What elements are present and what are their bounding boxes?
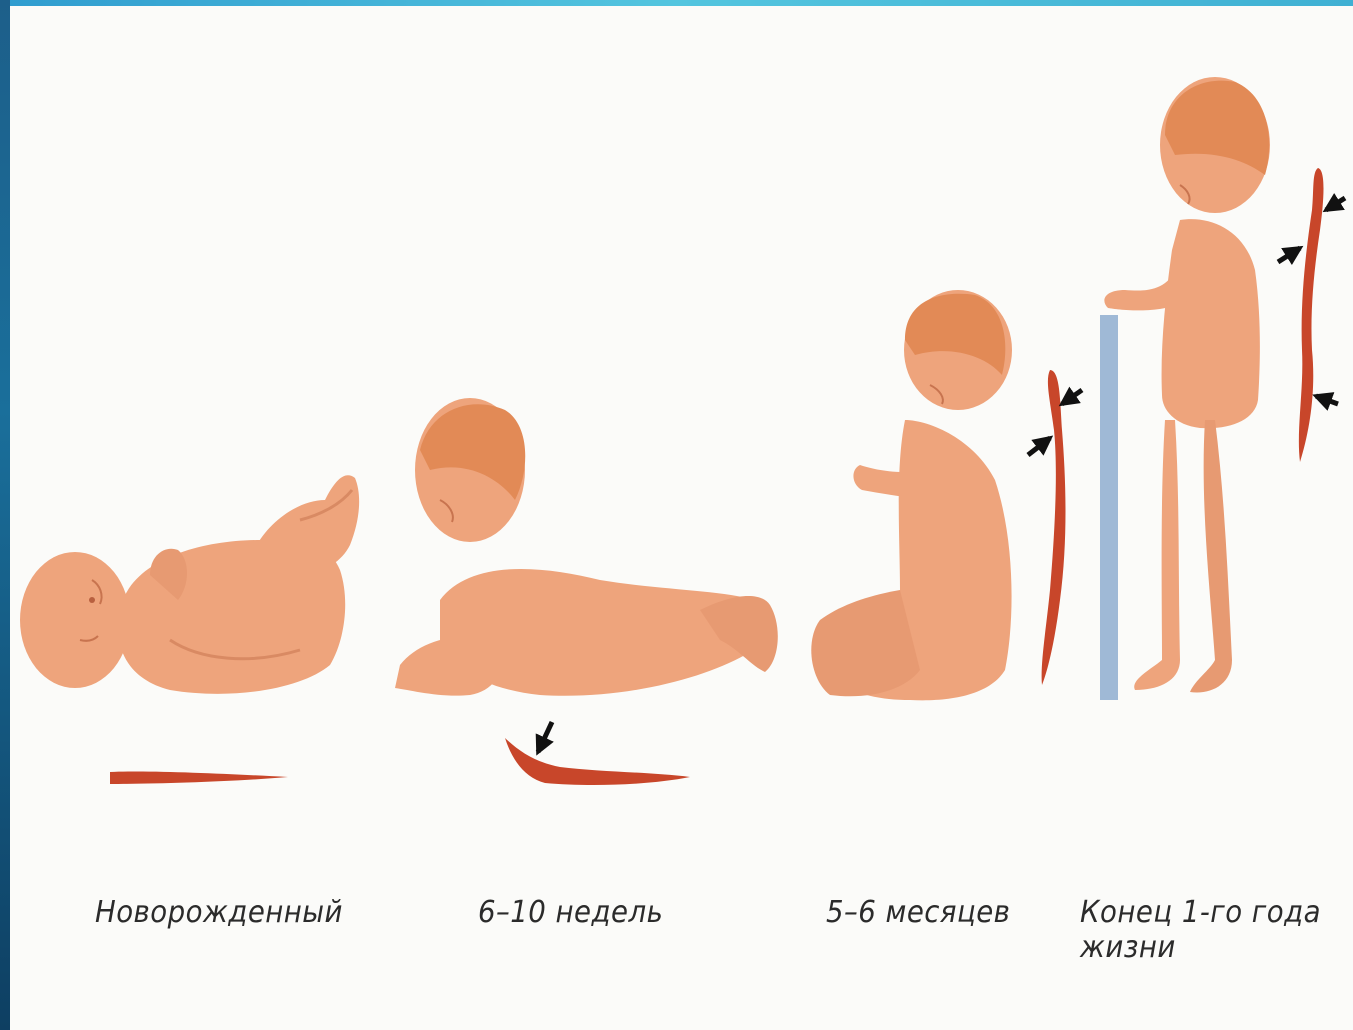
newborn-spine <box>110 771 288 784</box>
stage-label-6-10-weeks: 6–10 недель <box>478 895 663 931</box>
cervical-curve-arrow <box>1062 390 1082 404</box>
toddler-1-year-spine <box>1299 168 1324 462</box>
infant-5-6-months-spine <box>1042 370 1066 685</box>
thoracic-curve-arrow <box>1028 438 1050 455</box>
infant-6-10-weeks-figure <box>395 398 778 696</box>
cervical-curve-arrow <box>1326 198 1345 210</box>
newborn-figure <box>20 475 359 694</box>
support-post <box>1100 315 1118 700</box>
infant-6-10-weeks-spine <box>505 738 690 785</box>
lumbar-curve-arrow <box>1316 396 1338 404</box>
infant-5-6-months-figure <box>811 290 1012 700</box>
stage-label-end-of-first-year-line2: жизни <box>1080 931 1176 965</box>
stage-label-newborn: Новорожденный <box>95 895 343 931</box>
stage-label-end-of-first-year: Конец 1-го года <box>1080 895 1321 931</box>
stage-label-5-6-months: 5–6 месяцев <box>826 895 1010 931</box>
cervical-curve-arrow <box>538 722 552 752</box>
toddler-1-year-figure <box>1104 77 1270 693</box>
thoracic-curve-arrow <box>1278 248 1300 262</box>
